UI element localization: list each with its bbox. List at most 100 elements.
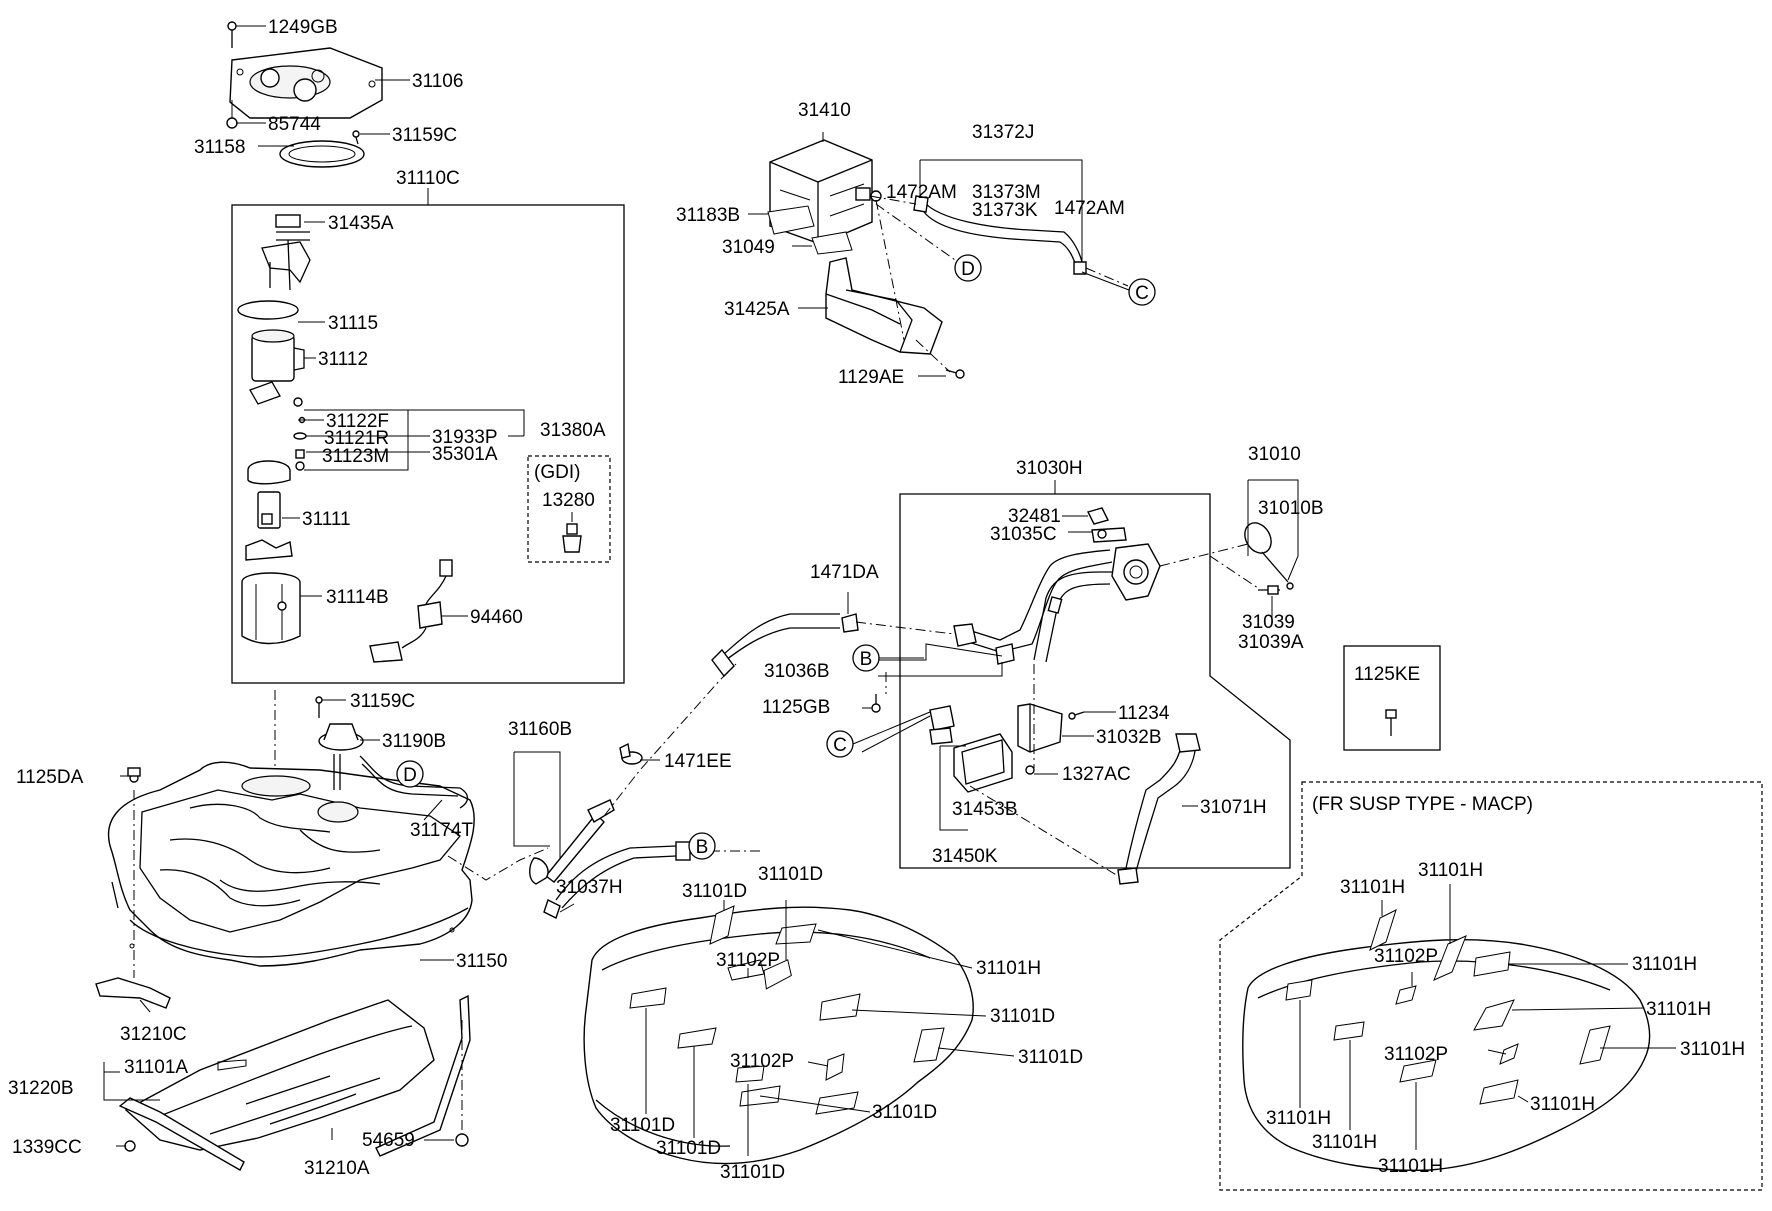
label-31106: 31106 [412,71,463,92]
label-31102P-a: 31102P [716,950,780,971]
label-1125DA: 1125DA [16,767,84,788]
label-31101H-a: 31101H [976,958,1041,979]
label-31036B: 31036B [764,661,830,682]
gdi-box [527,455,611,563]
label-35301A: 35301A [432,444,498,465]
tank-fittings [315,696,691,919]
label-31373M: 31373M [972,182,1041,203]
label-r-31101H-b: 31101H [1418,860,1483,881]
filler-neck-connections [847,479,1299,877]
label-31159C-mid: 31159C [350,691,415,712]
connector-d-label: D [961,259,975,280]
fr-susp-type-region [1219,781,1763,1191]
leader-lines-left [103,699,660,1147]
label-1472AM-left: 1472AM [886,182,957,203]
label-31039: 31039 [1242,612,1295,633]
connector-b-label: B [860,649,873,670]
label-31425A: 31425A [724,299,790,320]
leader-lines-right-tank [1299,884,1676,1150]
label-31037H: 31037H [556,877,623,898]
tank-pads-view-right [1242,909,1651,1171]
label-r-31101H-e: 31101H [1680,1039,1745,1060]
label-31071H: 31071H [1200,797,1267,818]
label-1471DA: 1471DA [810,562,879,583]
canister-group [767,139,1087,379]
label-31101A: 31101A [124,1057,188,1078]
connector-b-tank: B [688,832,716,860]
label-31435A: 31435A [328,213,394,234]
fuel-tank-31150 [107,761,475,967]
label-1339CC: 1339CC [12,1137,82,1158]
label-31121R: 31121R [324,428,389,449]
connector-c-canister: C [1128,278,1156,306]
label-31101D-d: 31101D [1018,1047,1083,1068]
pump-cover-group [226,21,383,168]
part-1125ke-box [1343,645,1441,751]
label-31030H: 31030H [1016,458,1083,479]
leader-lines-top-left [236,25,410,147]
connector-d-tank: D [396,760,424,788]
connector-b-label: B [696,837,709,858]
label-31110C: 31110C [396,168,460,189]
label-31373K: 31373K [972,200,1038,221]
label-r-31101H-d: 31101H [1646,999,1711,1020]
label-31101D-e: 31101D [872,1102,937,1123]
label-31210C: 31210C [120,1024,187,1045]
label-31101D-g: 31101D [656,1138,721,1159]
label-31049: 31049 [722,237,775,258]
connector-b-filler: B [852,644,880,672]
label-31160B: 31160B [508,719,572,740]
canister-connections [748,132,1129,377]
label-85744: 85744 [268,114,321,135]
fuel-pump-module-parts [237,214,468,663]
label-31101D-f: 31101D [610,1115,675,1136]
label-r-31101H-h: 31101H [1312,1132,1377,1153]
label-r-31101H-f: 31101H [1530,1094,1595,1115]
gdi-sensor-13280 [562,512,582,553]
label-1472AM-right: 1472AM [1054,198,1125,219]
label-1471EE: 1471EE [664,751,732,772]
label-31032B: 31032B [1096,727,1162,748]
label-r-31101H-g: 31101H [1266,1108,1331,1129]
label-31101D-h: 31101D [720,1162,785,1183]
label-r-31101H-c: 31101H [1632,954,1697,975]
label-31102P-b: 31102P [730,1051,794,1072]
tank-straps-and-heatshield [95,767,471,1171]
dashed-assembly-lines-left [133,663,760,1130]
label-31183B: 31183B [676,205,740,226]
connector-c-filler: C [826,730,854,758]
label-31010B: 31010B [1258,498,1324,519]
connector-d-label: D [403,765,417,786]
label-31039A: 31039A [1238,632,1304,653]
label-r-31102P-a: 31102P [1374,946,1438,967]
label-94460: 94460 [470,607,523,628]
label-r-31101H-a: 31101H [1340,877,1405,898]
label-1125KE: 1125KE [1354,664,1420,685]
label-31174T: 31174T [410,820,473,841]
label-54659: 54659 [362,1130,415,1151]
label-31101D-b: 31101D [758,864,823,885]
filler-neck-box [899,480,1291,869]
label-31010: 31010 [1248,444,1301,465]
label-31150: 31150 [456,951,507,972]
label-31158: 31158 [194,137,245,158]
label-31101D-c: 31101D [990,1006,1055,1027]
label-32481: 32481 [1008,506,1061,527]
label-31115: 31115 [328,313,378,334]
leader-lines-middle-tank [645,900,1015,1156]
part-labels: 1249GB 31106 85744 31158 31159C 31110C 3… [8,17,1745,1183]
label-31380A: 31380A [540,420,606,441]
label-31035C: 31035C [990,524,1057,545]
label-r-31101H-i: 31101H [1378,1156,1443,1177]
label-31101D-a: 31101D [682,881,747,902]
label-31410: 31410 [798,100,851,121]
label-31450K: 31450K [932,846,998,867]
label-31933P: 31933P [432,427,498,448]
label-31372J: 31372J [972,122,1034,143]
filler-neck-parts [711,507,1294,885]
label-31122F: 31122F [326,411,389,432]
label-1249GB: 1249GB [268,17,338,38]
label-31112: 31112 [318,349,368,370]
label-r-31102P-b: 31102P [1384,1044,1448,1065]
